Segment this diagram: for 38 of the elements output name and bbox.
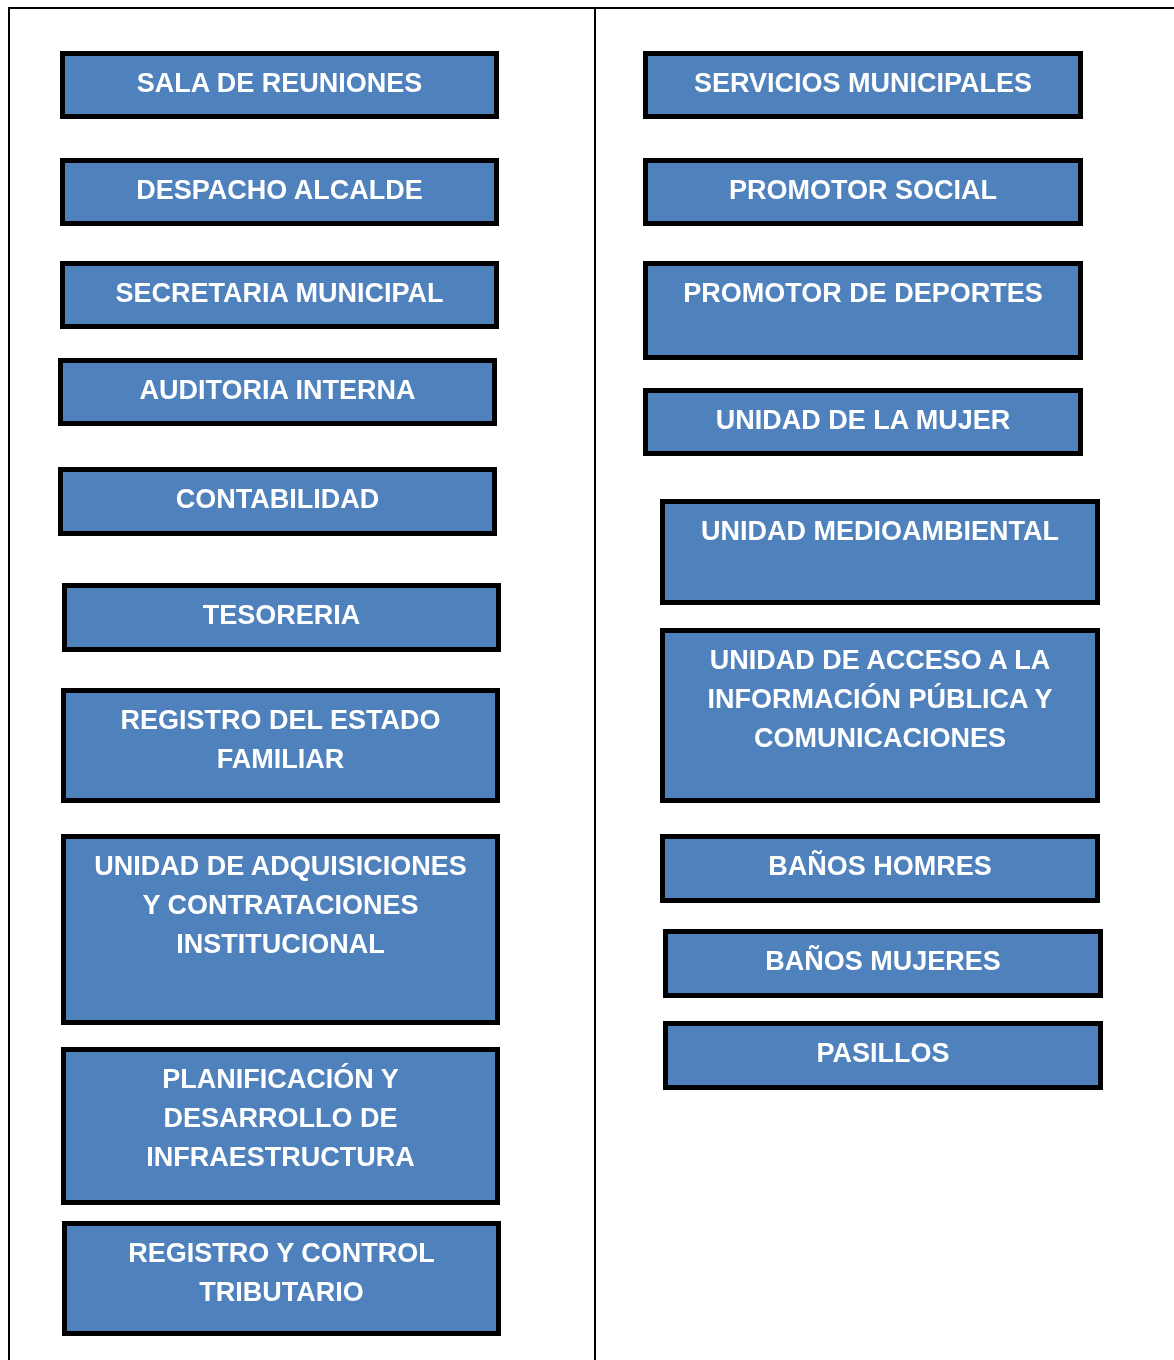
department-box — [61, 688, 500, 803]
department-box — [660, 834, 1100, 903]
department-label: SALA DE REUNIONES — [136, 68, 423, 98]
department-label: DESPACHO ALCALDE — [136, 175, 423, 205]
department-box — [58, 467, 497, 536]
department-label: BAÑOS HOMRES — [768, 851, 992, 881]
department-box — [58, 358, 497, 426]
department-box — [62, 1221, 501, 1336]
department-label: BAÑOS MUJERES — [765, 946, 1001, 976]
department-box — [60, 261, 499, 329]
department-box — [60, 51, 499, 119]
department-box — [660, 499, 1100, 605]
department-box — [643, 158, 1083, 226]
department-box — [643, 51, 1083, 119]
department-label: AUDITORIA INTERNA — [139, 375, 416, 405]
department-label: PROMOTOR SOCIAL — [729, 175, 997, 205]
department-box — [643, 388, 1083, 456]
department-box — [62, 583, 501, 652]
department-label: SERVICIOS MUNICIPALES — [693, 68, 1033, 98]
department-label: PLANIFICACIÓN Y DESARROLLO DE INFRAESTRUCTURA — [146, 1064, 415, 1172]
department-label: UNIDAD MEDIOAMBIENTAL — [701, 516, 1059, 546]
department-box — [61, 834, 500, 1025]
department-box — [660, 628, 1100, 803]
department-box — [61, 1047, 500, 1205]
department-label: SECRETARIA MUNICIPAL — [115, 278, 444, 308]
department-label: TESORERIA — [202, 600, 361, 630]
department-box — [643, 261, 1083, 360]
department-label: UNIDAD DE ADQUISICIONES Y CONTRATACIONES INSTITUCIONAL — [94, 851, 467, 959]
department-label: REGISTRO Y CONTROL TRIBUTARIO — [128, 1238, 435, 1307]
department-box — [60, 158, 499, 226]
department-label: PROMOTOR DE DEPORTES — [683, 278, 1043, 308]
department-label: UNIDAD DE LA MUJER — [715, 405, 1011, 435]
department-box — [663, 929, 1103, 998]
department-box — [663, 1021, 1103, 1090]
department-label: REGISTRO DEL ESTADO FAMILIAR — [120, 705, 441, 774]
department-label: PASILLOS — [816, 1038, 950, 1068]
department-label: CONTABILIDAD — [175, 484, 380, 514]
department-label: UNIDAD DE ACCESO A LA INFORMACIÓN PÚBLICA Y COMUNICACIONES — [707, 645, 1053, 753]
